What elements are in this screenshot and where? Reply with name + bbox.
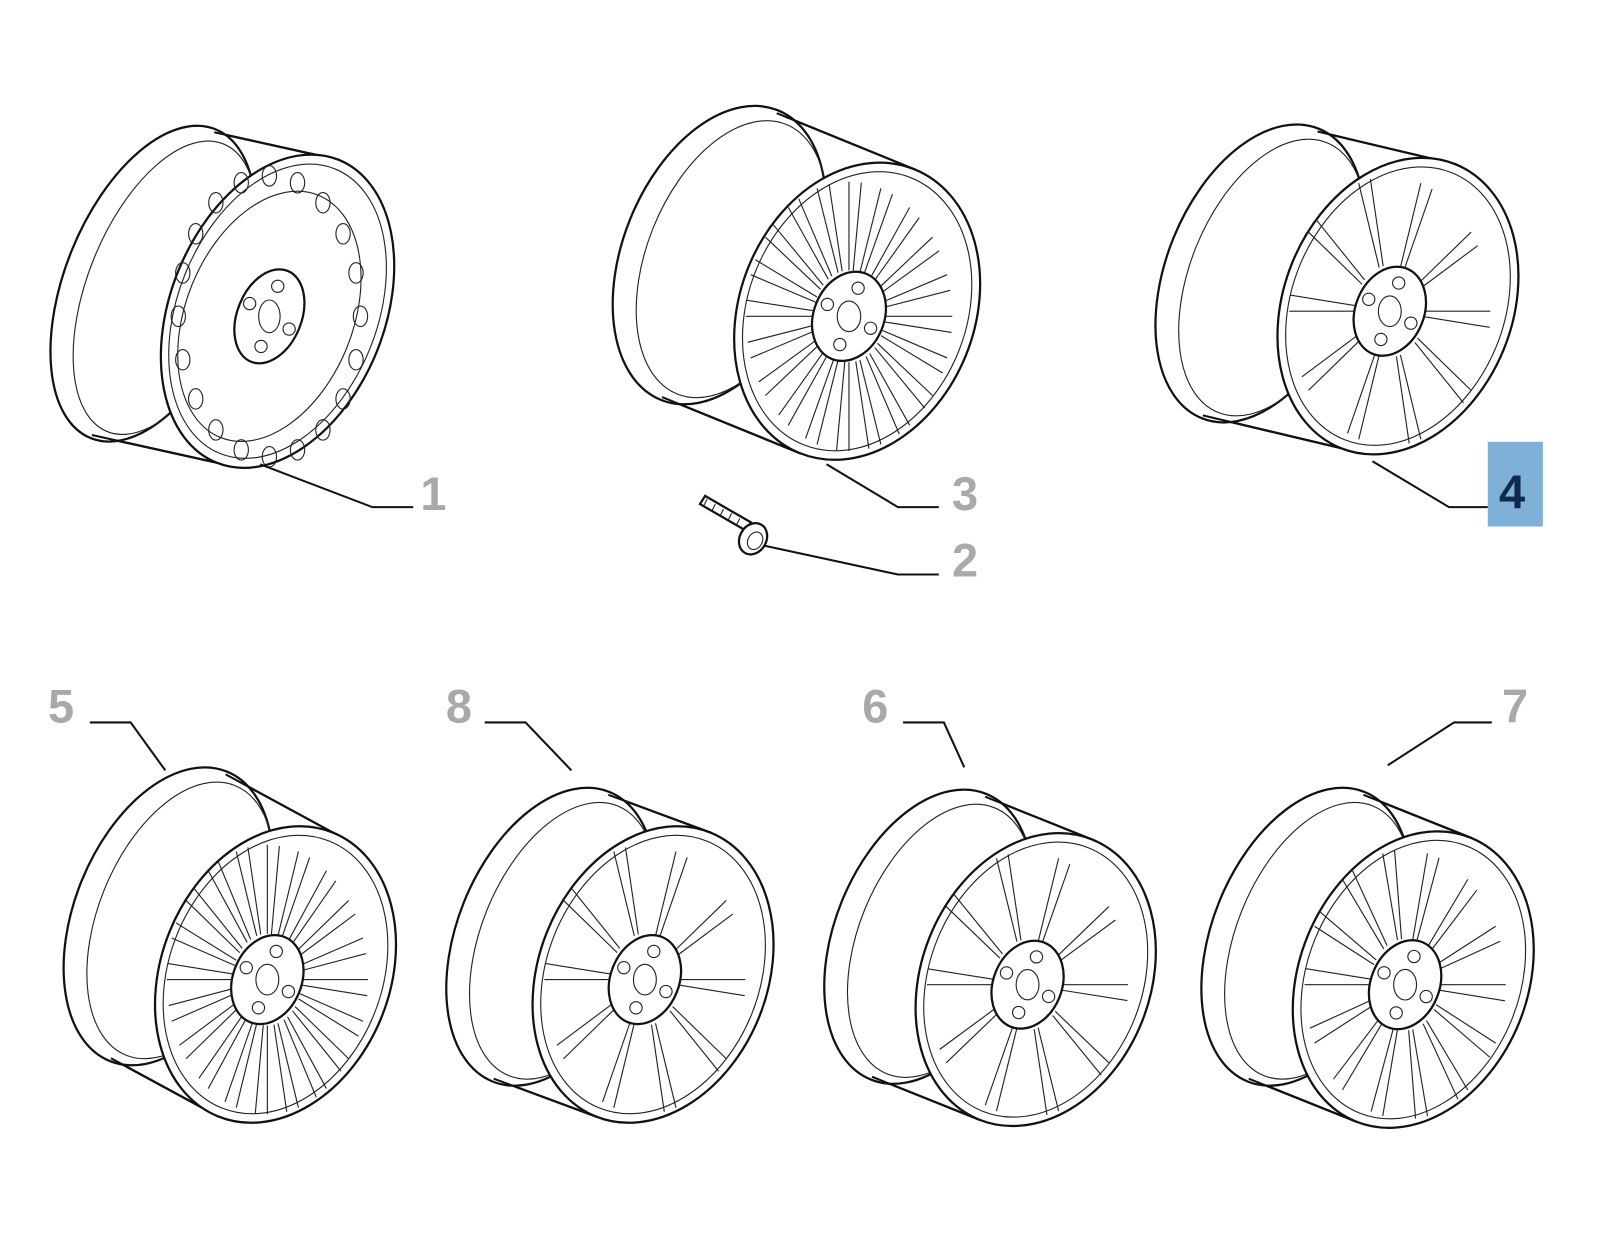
wheel-part-8[interactable] (406, 757, 817, 1159)
wheel-bolt-icon[interactable] (698, 494, 773, 560)
wheel-part-5[interactable] (23, 736, 439, 1159)
part-label-6[interactable]: 6 (862, 680, 888, 732)
part-label-3[interactable]: 3 (952, 468, 978, 520)
wheel-part-6[interactable] (784, 759, 1198, 1163)
part-label-4[interactable]: 4 (1499, 466, 1525, 518)
part-label-1[interactable]: 1 (420, 468, 446, 520)
part-4-highlight (1487, 441, 1543, 527)
wheel-part-1[interactable] (9, 96, 438, 502)
wheel-part-4[interactable] (1115, 94, 1561, 491)
part-label-2[interactable]: 2 (952, 535, 978, 587)
part-label-5[interactable]: 5 (48, 680, 74, 732)
wheel-part-7[interactable] (1161, 757, 1577, 1164)
wheel-part-3[interactable] (572, 74, 1024, 497)
leader-lines (89, 460, 1492, 772)
part-label-8[interactable]: 8 (446, 680, 472, 732)
part-label-7[interactable]: 7 (1502, 680, 1528, 732)
